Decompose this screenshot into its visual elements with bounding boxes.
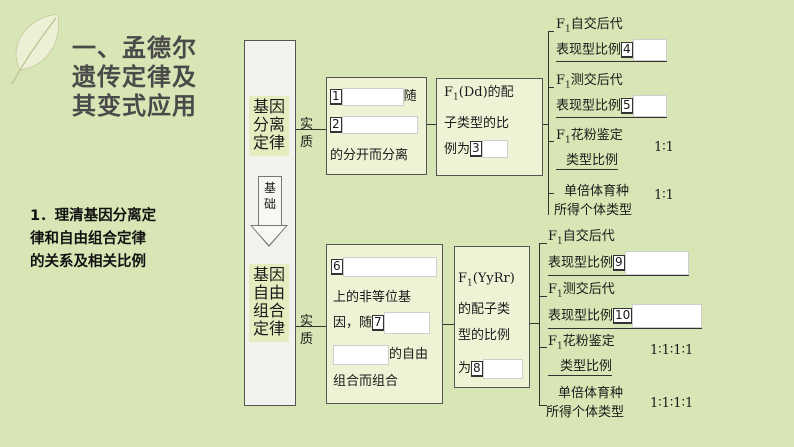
answer-blank-2[interactable] — [341, 115, 418, 134]
separation-ratio-4: 1∶1 — [654, 188, 674, 203]
separation-row-3: F1花粉鉴定 类型比例 — [556, 128, 623, 170]
separation-line-3: 的分开而分离 — [330, 148, 409, 163]
blank-number-6: 6 — [331, 258, 343, 275]
separation-law-line: 基因 — [252, 97, 285, 116]
blank-number-4: 4 — [621, 41, 633, 58]
blank-number-9: 9 — [613, 254, 625, 271]
subheading: 1．理清基因分离定 律和自由组合定律 的关系及相关比例 — [30, 205, 230, 274]
blank-number-3: 3 — [470, 141, 482, 158]
separation-blank-row-2: 2 — [330, 114, 418, 136]
basis-arrow-shaft — [258, 176, 282, 228]
separation-law-label: 基因 分离 定律 — [249, 96, 289, 156]
answer-blank-6[interactable] — [342, 256, 437, 277]
answer-blank-10[interactable] — [632, 303, 703, 328]
assortment-line-5: 组合而组合 — [333, 374, 399, 389]
separation-law-line: 定律 — [252, 133, 285, 152]
subheading-line-3: 的关系及相关比例 — [30, 254, 146, 270]
assortment-ratio-3: 1∶1∶1∶1 — [650, 343, 694, 358]
heading-line-1: 一、孟德尔 — [72, 34, 197, 62]
blank-number-2: 2 — [330, 116, 342, 133]
heading-line-3: 其变式应用 — [72, 92, 197, 120]
separation-row-4: 单倍体育种 所得个体类型 — [554, 184, 633, 218]
answer-blank-1[interactable] — [341, 87, 404, 106]
assortment-essence-label: 实 质 — [300, 314, 314, 347]
heading-line-2: 遗传定律及 — [72, 63, 197, 91]
basis-arrow: 基 础 — [250, 176, 288, 247]
answer-blank-5[interactable] — [632, 94, 667, 117]
assortment-blank-row-6: 6 — [331, 256, 437, 278]
assortment-gamete-text: F1(YyRr) 的配子类 型的比例 — [458, 271, 515, 343]
separation-ratio-3: 1∶1 — [654, 140, 674, 155]
assortment-law-label: 基因 自由 组合 定律 — [249, 264, 289, 342]
answer-blank-7-continued[interactable] — [333, 344, 389, 365]
separation-law-line: 分离 — [252, 115, 285, 134]
subheading-line-1: 1．理清基因分离定 — [30, 208, 157, 224]
assortment-ratio-4: 1∶1∶1∶1 — [650, 396, 694, 411]
answer-blank-7[interactable] — [383, 312, 430, 334]
basis-label: 基 础 — [263, 181, 276, 211]
blank-number-8: 8 — [471, 360, 483, 377]
answer-blank-3[interactable] — [481, 140, 508, 159]
assortment-row-3: F1花粉鉴定 类型比例 — [548, 334, 615, 376]
blank-number-1: 1 — [330, 88, 342, 105]
section-heading: 一、孟德尔 遗传定律及 其变式应用 — [72, 34, 242, 121]
blank-number-7: 7 — [372, 315, 384, 331]
answer-blank-4[interactable] — [632, 38, 667, 61]
leaf-icon — [11, 13, 60, 85]
separation-gamete-box — [436, 78, 543, 176]
separation-essence-label: 实 质 — [300, 117, 314, 150]
assortment-row-4: 单倍体育种 所得个体类型 — [546, 386, 625, 420]
blank-number-5: 5 — [621, 97, 633, 114]
answer-blank-9[interactable] — [624, 250, 689, 275]
blank-number-10: 10 — [613, 307, 633, 324]
subheading-line-2: 律和自由组合定律 — [30, 231, 146, 247]
assortment-line-2: 上的非等位基 — [333, 290, 412, 305]
assortment-line-4: 的自由 — [333, 344, 428, 366]
answer-blank-8[interactable] — [482, 358, 523, 379]
